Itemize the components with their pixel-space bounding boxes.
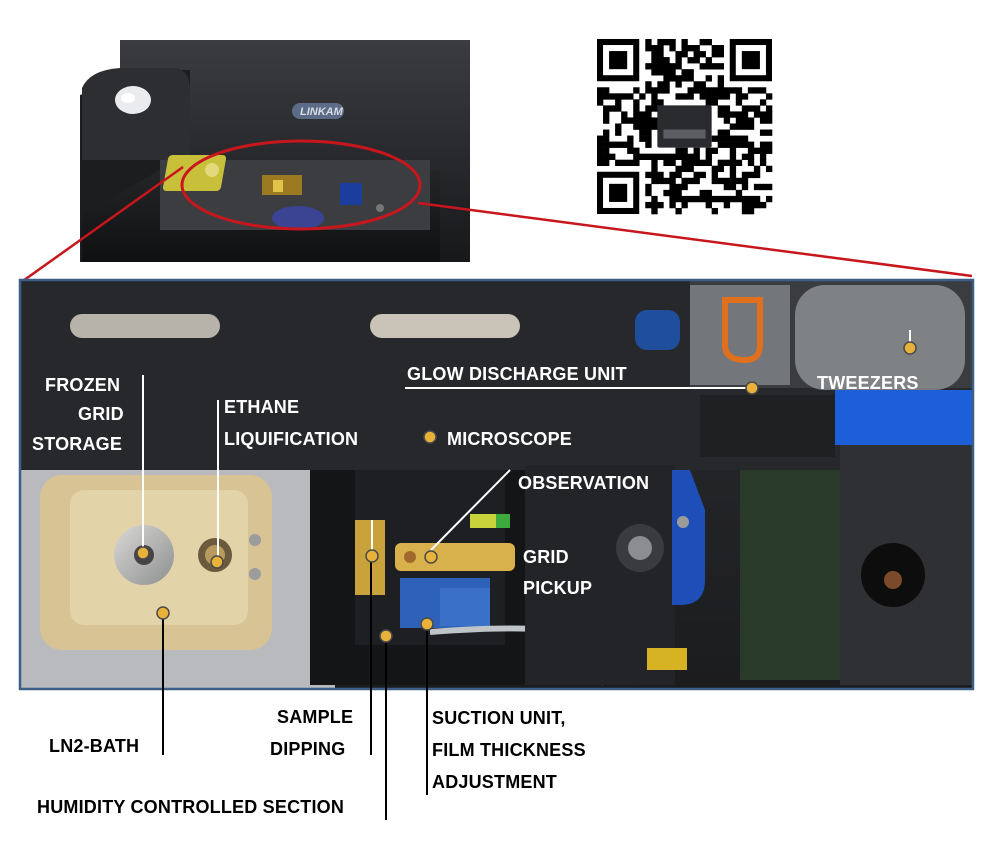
label-suction-unit-line1: SUCTION UNIT,: [432, 708, 566, 728]
zoom-line-right: [417, 201, 973, 278]
label-microscope: MICROSCOPE: [447, 429, 572, 449]
label-ethane-liquification: ETHANE LIQUIFICATION: [224, 397, 358, 449]
marker-humidity-section-icon: [379, 629, 393, 643]
marker-microscope-icon: [423, 430, 437, 444]
label-suction-unit-line3: ADJUSTMENT: [432, 772, 557, 792]
label-tweezers: TWEEZERS: [817, 373, 919, 393]
leader-lines-black: [162, 557, 428, 820]
label-ln2-bath: LN2-BATH: [49, 736, 139, 756]
label-suction-unit: SUCTION UNIT, FILM THICKNESS ADJUSTMENT: [432, 708, 586, 792]
qr-code-icon: [597, 39, 773, 215]
label-observation: OBSERVATION: [518, 473, 649, 493]
label-liquification: LIQUIFICATION: [224, 429, 358, 449]
marker-glow-discharge-unit-icon: [745, 381, 759, 395]
callout-ellipse: [180, 139, 422, 231]
label-sample: SAMPLE: [277, 707, 353, 727]
marker-tweezers-icon: [903, 341, 917, 355]
label-frozen-grid-storage: FROZEN GRID STORAGE: [32, 375, 124, 454]
label-storage: STORAGE: [32, 434, 122, 454]
marker-frozen-grid-storage-icon: [136, 546, 150, 560]
marker-suction-unit-icon: [420, 617, 434, 631]
label-grid-pickup-line1: GRID: [523, 547, 569, 567]
marker-ln2-bath-icon: [156, 606, 170, 620]
label-frozen: FROZEN: [45, 375, 120, 395]
label-suction-unit-line2: FILM THICKNESS: [432, 740, 586, 760]
device-overview-photo: LINKAM: [80, 40, 470, 262]
marker-sample-dipping-icon: [365, 549, 379, 563]
marker-ethane-liquification-icon: [210, 555, 224, 569]
markers: [136, 341, 917, 643]
label-sample-dipping: SAMPLE DIPPING: [270, 707, 353, 759]
label-grid-pickup: GRID PICKUP: [523, 547, 592, 598]
label-dipping: DIPPING: [270, 739, 345, 759]
label-glow-discharge-unit: GLOW DISCHARGE UNIT: [407, 364, 627, 384]
linkam-logo: LINKAM: [300, 106, 344, 118]
label-grid: GRID: [78, 404, 124, 424]
label-ethane: ETHANE: [224, 397, 299, 417]
label-grid-pickup-line2: PICKUP: [523, 578, 592, 598]
label-humidity-controlled-section: HUMIDITY CONTROLLED SECTION: [37, 797, 344, 817]
panel-border: [18, 278, 975, 691]
marker-observation-icon: [424, 550, 438, 564]
zoom-line-left: [19, 165, 184, 285]
